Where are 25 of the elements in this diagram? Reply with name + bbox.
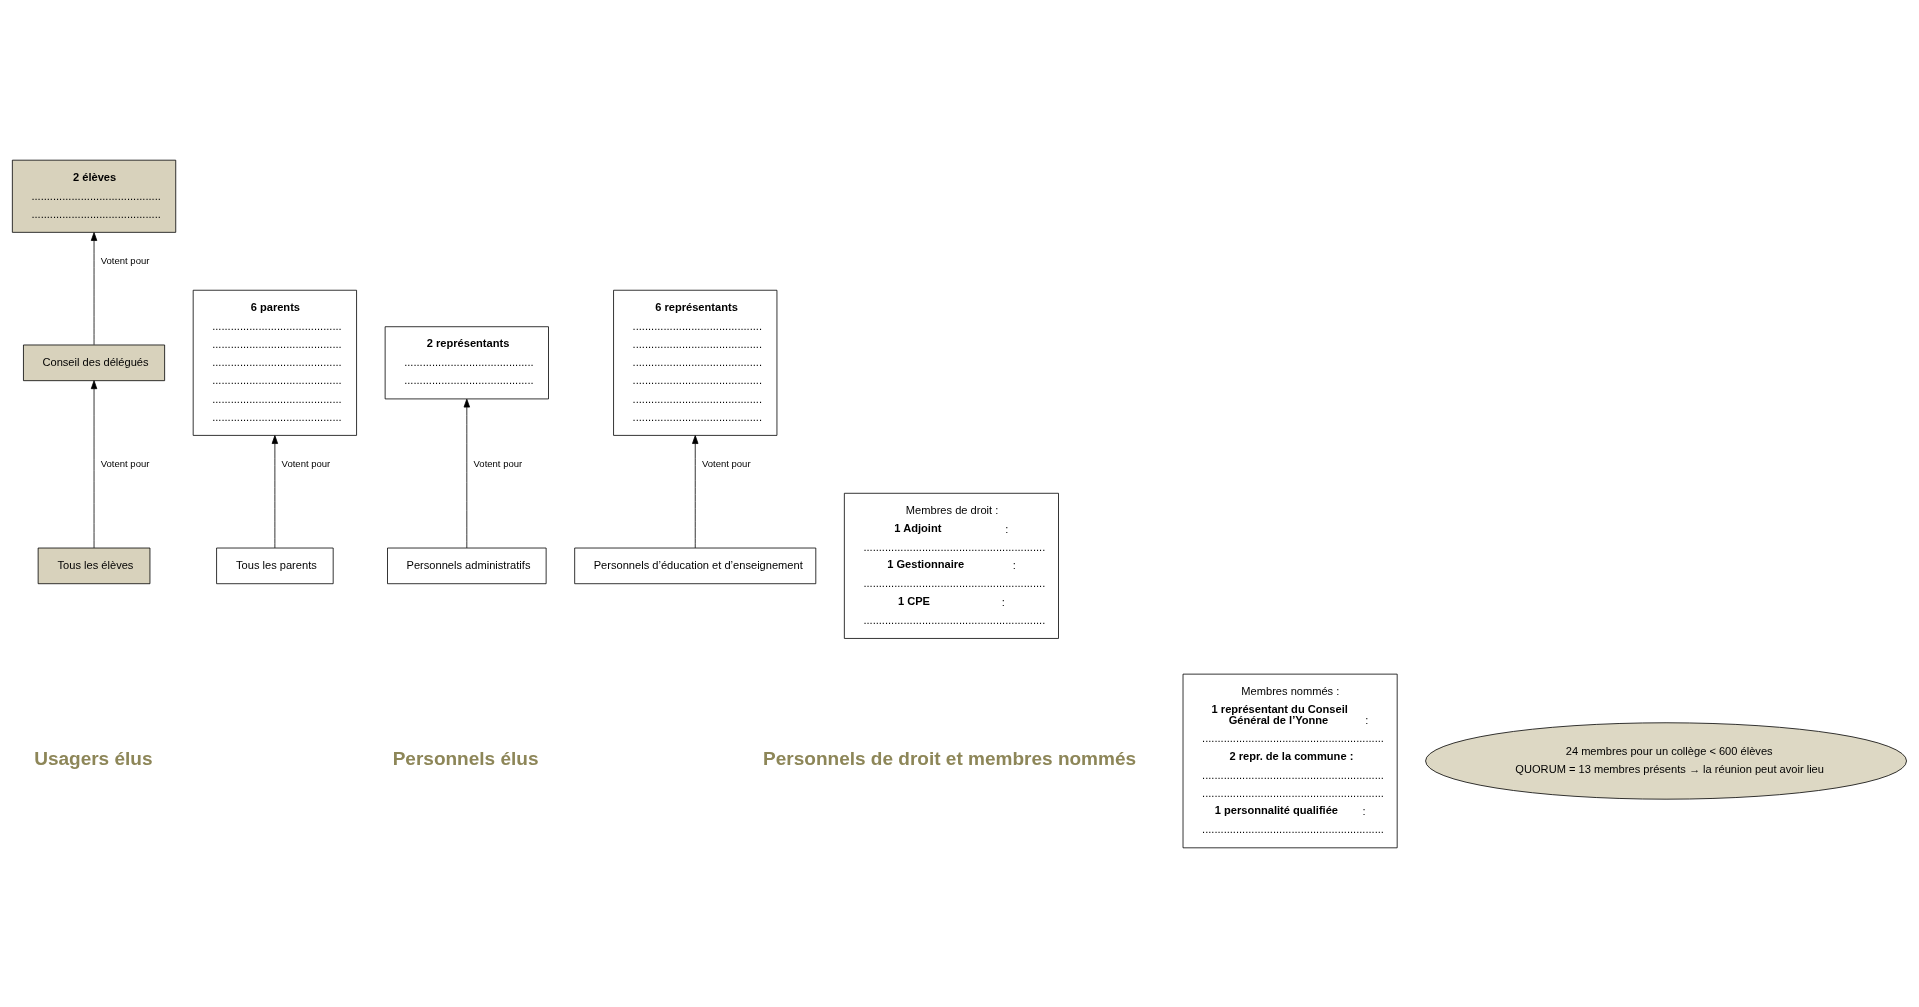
node-box: Conseil des délégués — [23, 344, 166, 381]
edge-label: Votent pour — [100, 457, 150, 469]
node-box: Membres de droit : 1 Adjoint : ........................................................... 1 Gestionnaire : ........................................................... 1 CPE : ........................................................... — [843, 492, 1059, 639]
node-box: 6 parents .......................................... .......................................... .......................................... .......................................... .......................................... .......................................... — [192, 289, 357, 436]
node-box: Personnels administratifs — [387, 547, 547, 584]
edge-label: Votent pour — [281, 457, 331, 469]
node-box: Tous les élèves — [37, 547, 151, 584]
node-box: 2 représentants .......................................... .......................................... — [384, 325, 549, 399]
edge-label: Votent pour — [473, 457, 523, 469]
arrow — [463, 398, 470, 548]
node-box: Personnels d’éducation et d’enseignement — [574, 547, 817, 584]
arrow — [692, 434, 699, 548]
node-box: 6 représentants .......................................... .......................................... .......................................... .......................................... .......................................... .......................................... — [613, 289, 778, 436]
label: Usagers élus — [34, 747, 153, 769]
arrow — [271, 434, 279, 548]
edge-label: Votent pour — [100, 254, 150, 266]
node-box: Tous les parents — [216, 547, 334, 584]
label: Personnels de droit et membres nommés — [763, 747, 1137, 769]
node-ellipse: 24 membres pour un collège < 600 élèves QUORUM = 13 membres présents → la réunion peut avoir lieu — [1425, 721, 1907, 800]
arrow — [90, 231, 98, 345]
arrow — [90, 379, 98, 548]
edge-label: Votent pour — [701, 457, 751, 469]
label: Personnels élus — [392, 747, 539, 769]
node-box: 2 élèves .......................................... .......................................... — [11, 159, 177, 233]
node-box: Membres nommés : 1 représentant du Conseil Général de l’Yonne : ........................................................... 2 repr. de la commune : ........................................................... ........................................................... 1 personnalité qualifiée : ........................................................... — [1182, 673, 1398, 848]
